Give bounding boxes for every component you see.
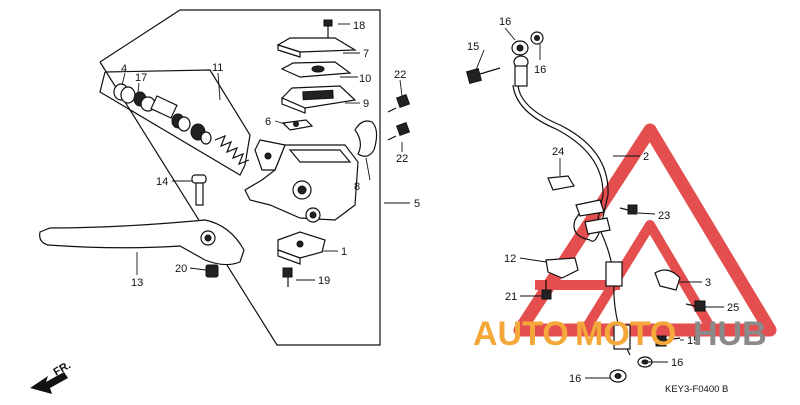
- callout-22a: 22: [394, 69, 406, 81]
- piston-kit-outline: [99, 69, 251, 176]
- callout-10: 10: [359, 73, 371, 85]
- leader-lines: [121, 23, 724, 379]
- callout-11: 11: [212, 62, 223, 74]
- bolt-22b: [387, 121, 411, 141]
- callout-16c: 16: [671, 357, 683, 369]
- front-direction-arrow: FR.: [30, 359, 73, 394]
- callout-12: 12: [504, 253, 516, 265]
- assembly-outline: [99, 9, 381, 346]
- bolt-23: [619, 204, 638, 215]
- banjo-bolt-top: [466, 67, 501, 84]
- bolt-25: [685, 300, 706, 312]
- brake-lever: [39, 219, 245, 266]
- screw-19: [282, 267, 293, 287]
- bolt-22a: [387, 93, 411, 113]
- bolt-15-bottom: [655, 335, 681, 347]
- bolt-21: [541, 280, 552, 300]
- callout-15a: 15: [467, 41, 479, 53]
- callout-9: 9: [363, 98, 369, 110]
- watermark-auto: AUTO: [473, 315, 569, 353]
- callout-16d: 16: [569, 373, 581, 385]
- callout-1: 1: [341, 246, 347, 258]
- callout-6: 6: [265, 116, 271, 128]
- reservoir-cap-stack: [276, 19, 358, 114]
- fr-label: FR.: [52, 359, 73, 378]
- switch-part: [277, 231, 326, 265]
- callout-22b: 22: [396, 153, 408, 165]
- callout-3: 3: [705, 277, 711, 289]
- callout-14: 14: [156, 176, 168, 188]
- callout-5: 5: [414, 198, 420, 210]
- callout-20: 20: [175, 263, 187, 275]
- callout-19: 19: [318, 275, 330, 287]
- callout-7: 7: [363, 48, 369, 60]
- callout-18: 18: [353, 20, 365, 32]
- callout-15b: 15: [687, 335, 699, 347]
- callout-23: 23: [658, 210, 670, 222]
- callout-25: 25: [727, 302, 739, 314]
- callout-24: 24: [552, 146, 564, 158]
- callout-4: 4: [121, 63, 127, 75]
- callout-21: 21: [505, 291, 517, 303]
- callout-13: 13: [131, 277, 143, 289]
- diagram-code: KEY3-F0400 B: [665, 384, 728, 395]
- boot-part: [354, 120, 378, 157]
- callout-8: 8: [354, 181, 360, 193]
- pivot-bolt: [191, 174, 207, 206]
- watermark-hub: HUB: [693, 315, 767, 353]
- nut-20: [205, 264, 219, 278]
- callout-17: 17: [135, 72, 147, 84]
- watermark-moto: MOTO: [575, 315, 676, 353]
- callout-2: 2: [643, 151, 649, 163]
- clip-part: [281, 119, 314, 131]
- washers-bottom: [609, 356, 653, 383]
- callout-16b: 16: [534, 64, 546, 76]
- watermark-text: AUTO MOTO HUB: [473, 315, 767, 353]
- callout-numbers: 18 7 10 9 6 8 5 1 19 14 20 13 4 17 11 22…: [121, 16, 739, 385]
- callout-16a: 16: [499, 16, 511, 28]
- banjo-top: [511, 31, 544, 87]
- piston-parts: [113, 83, 250, 166]
- master-cylinder-body: [244, 139, 359, 223]
- hose-clamps: [545, 175, 681, 350]
